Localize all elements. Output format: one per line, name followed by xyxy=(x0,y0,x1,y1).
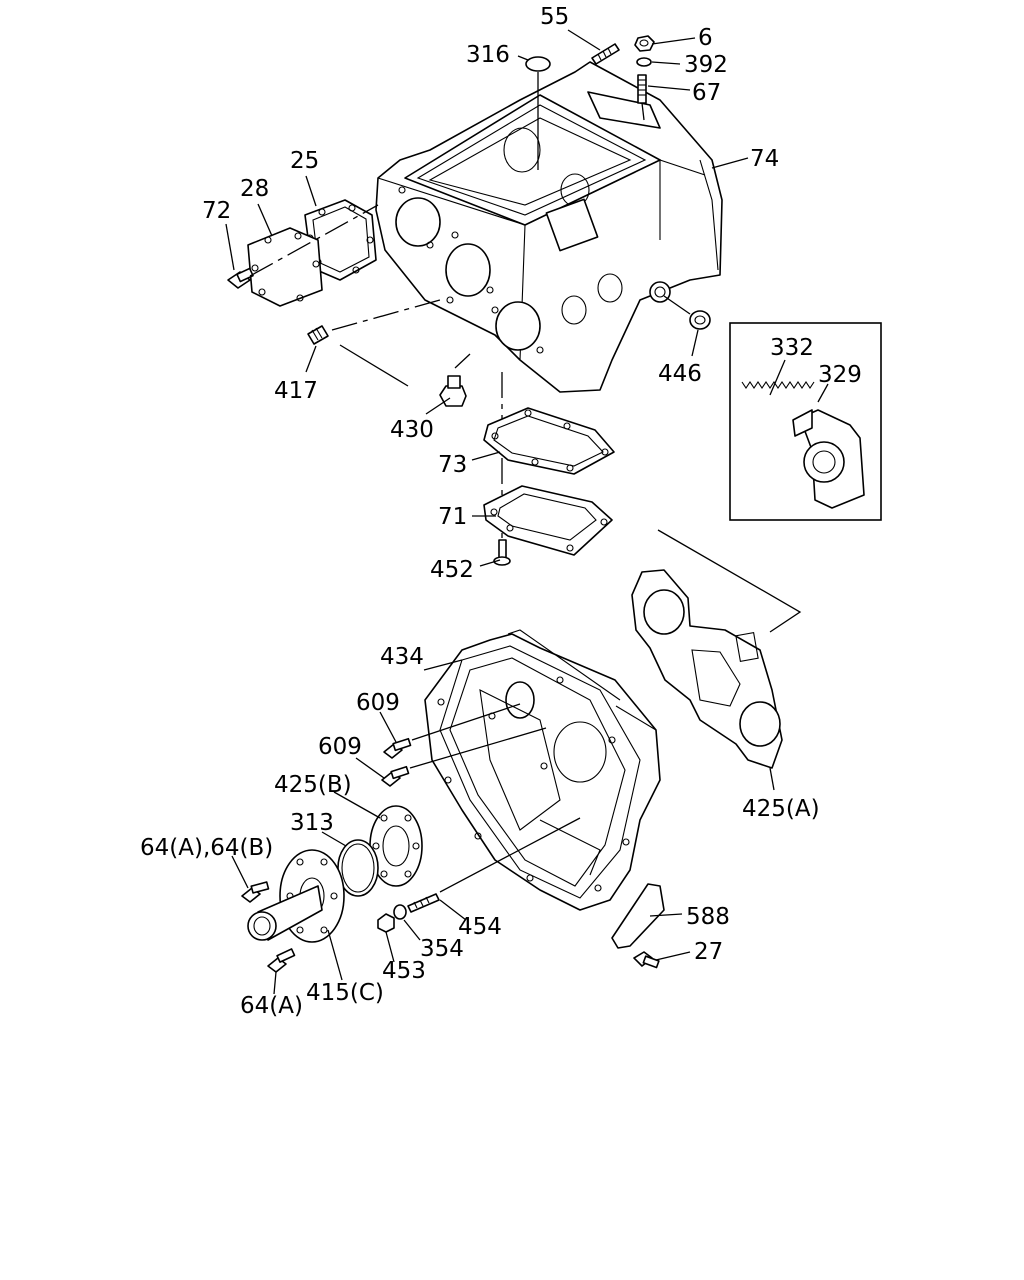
callout-392: 392 xyxy=(684,52,728,78)
callout-73: 73 xyxy=(438,452,467,478)
callout-71: 71 xyxy=(438,504,467,530)
stud-55 xyxy=(591,43,620,65)
callout-446: 446 xyxy=(658,361,702,387)
nut-6 xyxy=(634,35,655,52)
callout-415c: 415(C) xyxy=(306,980,384,1006)
callout-6: 6 xyxy=(698,25,713,51)
callout-64a: 64(A) xyxy=(240,993,303,1019)
callout-453: 453 xyxy=(382,958,426,984)
callout-64ab: 64(A),64(B) xyxy=(140,835,273,861)
callout-417: 417 xyxy=(274,378,318,404)
gasket-425a xyxy=(631,569,783,769)
callout-609-upper: 609 xyxy=(356,690,400,716)
bolt-64-lower xyxy=(267,948,296,973)
callout-55: 55 xyxy=(540,4,569,30)
callout-434: 434 xyxy=(380,644,424,670)
callout-425a: 425(A) xyxy=(742,796,820,822)
plug-446 xyxy=(663,295,711,330)
plug-316 xyxy=(525,56,551,170)
transmission-case-74 xyxy=(375,61,723,393)
spring-332 xyxy=(741,359,815,396)
washer-392 xyxy=(636,57,652,67)
gasket-73 xyxy=(483,407,615,475)
bolt-27 xyxy=(633,951,660,969)
leader-lines xyxy=(225,29,775,995)
cover-28 xyxy=(247,227,323,307)
callout-72: 72 xyxy=(202,198,231,224)
callout-67: 67 xyxy=(692,80,721,106)
callout-74: 74 xyxy=(750,146,779,172)
clutch-housing-434 xyxy=(424,629,661,911)
callout-27: 27 xyxy=(694,939,723,965)
callout-588: 588 xyxy=(686,904,730,930)
callout-609-lower: 609 xyxy=(318,734,362,760)
callout-332: 332 xyxy=(770,335,814,361)
cover-71 xyxy=(483,485,613,556)
callout-labels: 55 6 316 392 67 74 25 28 72 417 446 430 … xyxy=(140,4,862,1019)
callout-354: 354 xyxy=(420,936,464,962)
stud-454 xyxy=(407,817,581,913)
callout-452: 452 xyxy=(430,557,474,583)
bolt-609-lower xyxy=(381,727,547,787)
drain-plug-430 xyxy=(439,353,471,407)
bolt-72 xyxy=(227,267,254,289)
bolt-609-upper xyxy=(383,703,521,759)
callout-25: 25 xyxy=(290,148,319,174)
cover-588 xyxy=(611,883,665,949)
callout-316: 316 xyxy=(466,42,510,68)
callout-454: 454 xyxy=(458,914,502,940)
nut-453 xyxy=(377,913,395,933)
retainer-415c xyxy=(247,849,345,943)
callout-329: 329 xyxy=(818,362,862,388)
callout-28: 28 xyxy=(240,176,269,202)
bolt-452 xyxy=(493,539,511,566)
gasket-425b xyxy=(369,805,423,887)
stud-67 xyxy=(637,74,647,121)
housing-329 xyxy=(792,383,865,509)
bolt-64-upper xyxy=(241,881,270,903)
plug-417 xyxy=(307,325,329,345)
washer-354 xyxy=(393,904,407,920)
callout-313: 313 xyxy=(290,810,334,836)
callout-425b: 425(B) xyxy=(274,772,352,798)
callout-430: 430 xyxy=(390,417,434,443)
